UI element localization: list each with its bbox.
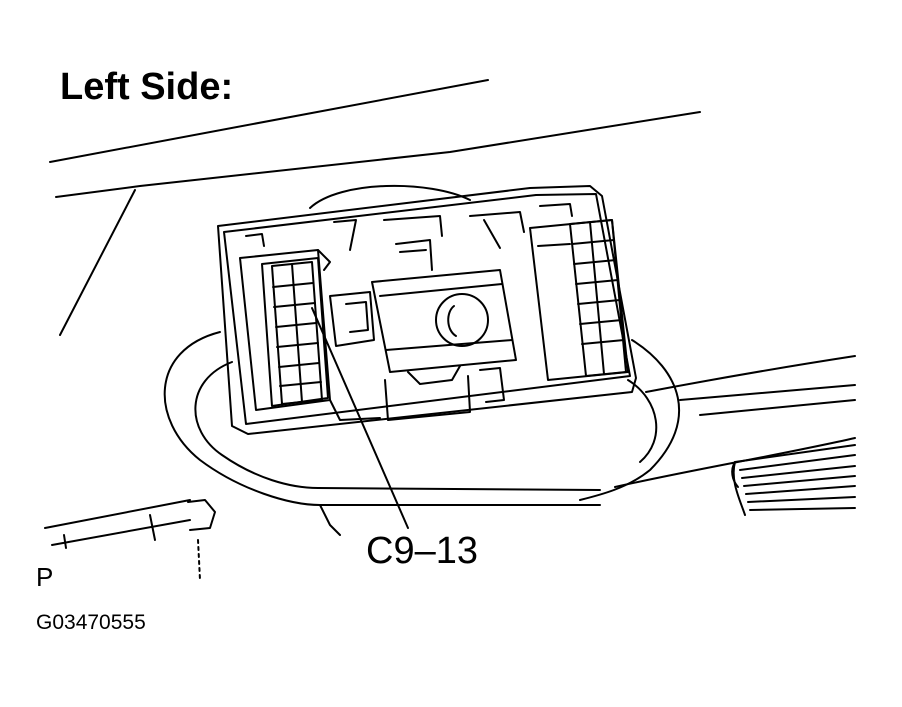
callout-leader: [311, 307, 409, 529]
left-connector-c9: [239, 233, 331, 411]
junction-block-bracket: [217, 185, 637, 435]
corner-label: P: [36, 562, 54, 592]
background-panel-lines: [49, 79, 856, 416]
wire-harness-loop: [163, 184, 681, 536]
figure-id: G03470555: [36, 611, 146, 634]
right-connector: [529, 203, 629, 381]
lower-panel-edge: [44, 499, 216, 581]
diagram-title: Left Side:: [60, 66, 234, 108]
wire-bundle: [614, 437, 856, 516]
callout-label: C9–13: [366, 530, 478, 572]
center-relay: [329, 211, 525, 421]
